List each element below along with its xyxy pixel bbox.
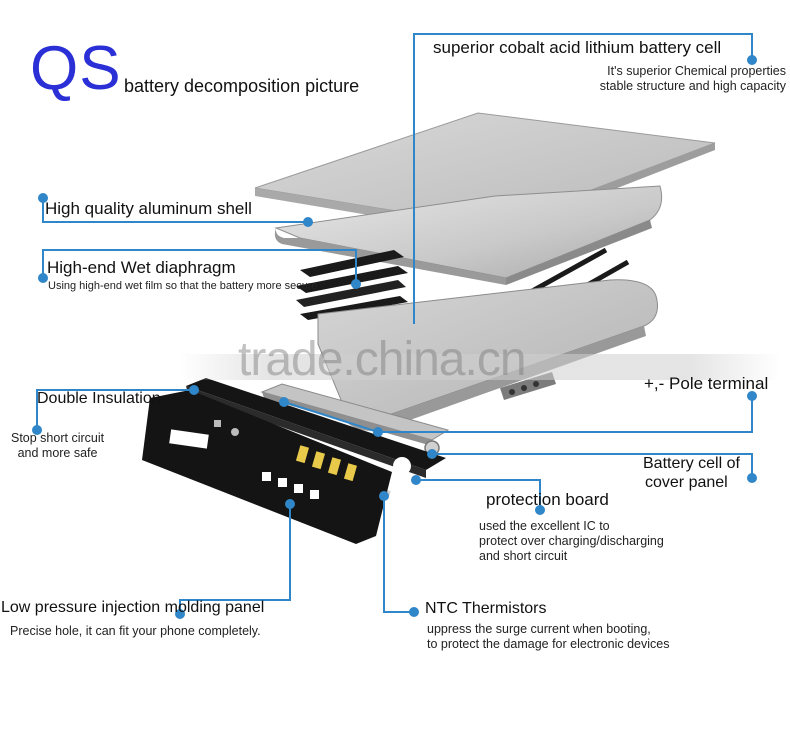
label-wet-diaphragm: High-end Wet diaphragm <box>47 258 236 277</box>
label-aluminum-shell: High quality aluminum shell <box>45 199 252 218</box>
leader-dots <box>32 55 757 619</box>
diagram-subtitle: battery decomposition picture <box>124 76 360 96</box>
watermark-text: trade.china.cn <box>238 333 527 386</box>
label-protection-board: protection board <box>486 490 609 509</box>
label-battery-cell: superior cobalt acid lithium battery cel… <box>433 38 722 57</box>
desc-protection-board: used the excellent IC to protect over ch… <box>479 519 664 563</box>
label-cover-panel: Battery cell of cover panel <box>643 455 740 491</box>
desc-ntc-thermistors: uppress the surge current when booting, … <box>427 622 670 651</box>
watermark-band <box>180 354 780 380</box>
leader-lines <box>36 33 753 614</box>
label-ntc-thermistors: NTC Thermistors <box>425 600 547 617</box>
desc-injection-panel: Precise hole, it can fit your phone comp… <box>10 624 261 638</box>
desc-wet-diaphragm: Using high-end wet film so that the batt… <box>48 280 318 292</box>
desc-battery-cell: It's superior Chemical properties stable… <box>599 64 786 93</box>
desc-double-insulation: Stop short circuit and more safe <box>11 431 105 460</box>
label-double-insulation: Double Insulation <box>37 390 161 407</box>
brand-logo-text: QS <box>30 34 122 103</box>
label-pole-terminal: +,- Pole terminal <box>644 374 769 393</box>
label-injection-panel: Low pressure injection molding panel <box>1 599 265 616</box>
injection-molding-panel <box>142 390 411 544</box>
